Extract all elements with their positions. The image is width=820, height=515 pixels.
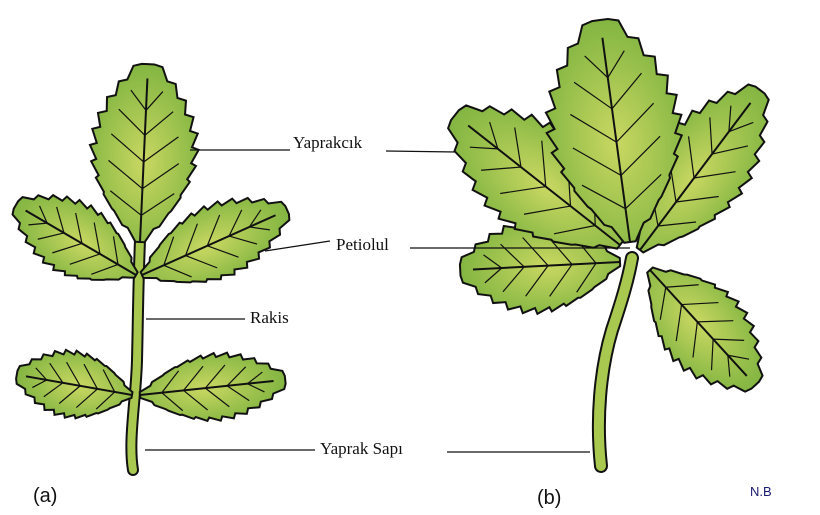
palmate-leaf-b xyxy=(419,11,800,473)
leaflet xyxy=(134,344,291,431)
leaflet xyxy=(9,340,140,430)
leaflet xyxy=(615,238,790,417)
label-rachis: Rakis xyxy=(250,308,289,327)
pinnate-leaf-a xyxy=(0,59,304,476)
label-petiole: Yaprak Sapı xyxy=(320,439,403,458)
signature: N.B xyxy=(750,484,772,499)
label-leaflet: Yaprakcık xyxy=(293,133,363,152)
caption-a: (a) xyxy=(33,485,58,507)
label-petiolule: Petiolul xyxy=(336,235,389,254)
caption-b: (b) xyxy=(537,487,562,509)
leader-lines xyxy=(145,149,630,453)
